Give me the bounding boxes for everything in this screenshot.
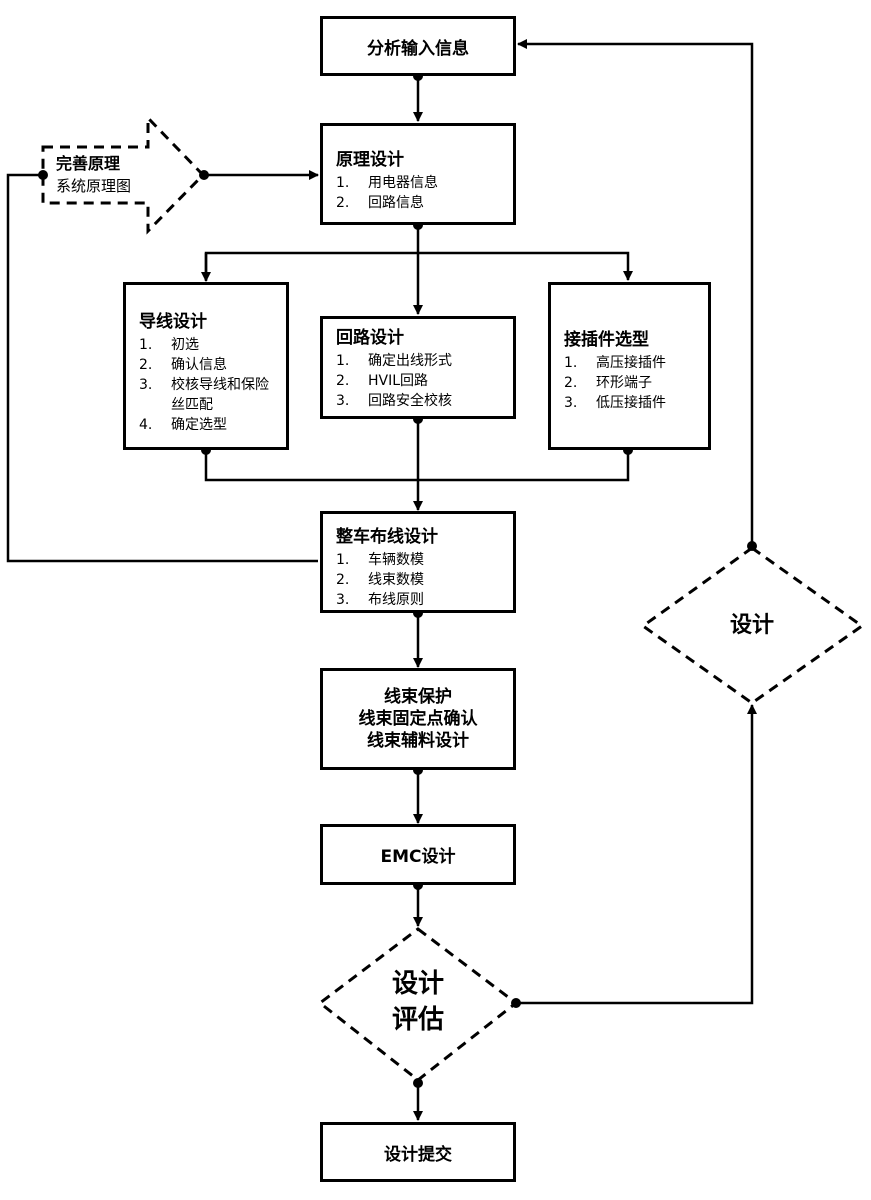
connector-selection-list: 1.高压接插件 2.环形端子 3.低压接插件 — [564, 353, 700, 413]
perfect-arrow-shape — [41, 114, 206, 235]
design-submit-label: 设计提交 — [384, 1144, 452, 1165]
evaluate-line-1: 设计 — [391, 969, 444, 999]
emc-design-label: EMC设计 — [380, 847, 456, 867]
list-item: 1.用电器信息 — [336, 175, 438, 191]
principle-design-list: 1.用电器信息 2.回路信息 — [336, 173, 503, 213]
circuit-design-title: 回路设计 — [336, 328, 404, 348]
list-item: 2.环形端子 — [564, 375, 652, 391]
list-item: 1.高压接插件 — [564, 355, 666, 371]
connector-selection-title: 接插件选型 — [564, 330, 649, 350]
circuit-design-list: 1.确定出线形式 2.HVIL回路 3.回路安全校核 — [336, 351, 505, 411]
dot — [38, 170, 48, 180]
list-item: 2.确认信息 — [139, 357, 227, 373]
list-item: 2.线束数模 — [336, 572, 424, 588]
perfect-principle-title: 完善原理 — [56, 154, 121, 173]
design-diamond-shape — [640, 546, 865, 705]
dot — [747, 541, 757, 551]
design-submit-box[interactable]: 设计提交 — [320, 1122, 516, 1182]
dot — [199, 170, 209, 180]
list-item: 3.布线原则 — [336, 592, 424, 608]
dot — [511, 998, 521, 1008]
evaluate-line-2: 评估 — [391, 1005, 444, 1035]
wire-design-list: 1.初选 2.确认信息 3.校核导线和保险丝匹配 4.确定选型 — [139, 335, 278, 435]
principle-design-box[interactable]: 原理设计 1.用电器信息 2.回路信息 — [320, 123, 516, 225]
list-item: 4.确定选型 — [139, 417, 227, 433]
edge-design-input — [517, 39, 754, 546]
circuit-design-box[interactable]: 回路设计 1.确定出线形式 2.HVIL回路 3.回路安全校核 — [320, 316, 516, 419]
emc-design-box[interactable]: EMC设计 — [320, 824, 516, 885]
list-item: 3.回路安全校核 — [336, 393, 452, 409]
list-item: 3.低压接插件 — [564, 395, 666, 411]
harness-protection-box[interactable]: 线束保护 线束固定点确认 线束辅料设计 — [320, 668, 516, 770]
vehicle-routing-list: 1.车辆数模 2.线束数模 3.布线原则 — [336, 550, 505, 610]
list-item: 2.HVIL回路 — [336, 373, 429, 389]
protect-line-2: 线束固定点确认 — [358, 709, 478, 729]
design-diamond-label: 设计 — [729, 613, 774, 638]
principle-design-title: 原理设计 — [336, 150, 404, 170]
list-item: 1.初选 — [139, 337, 199, 353]
wire-design-title: 导线设计 — [139, 312, 207, 332]
connector-selection-box[interactable]: 接插件选型 1.高压接插件 2.环形端子 3.低压接插件 — [548, 282, 711, 450]
list-item: 2.回路信息 — [336, 195, 424, 211]
perfect-principle-subtitle: 系统原理图 — [56, 177, 132, 195]
edge-evaluate-design — [516, 704, 757, 1005]
design-diamond[interactable]: 设计 — [702, 610, 802, 642]
edge-loop-perfect — [6, 173, 318, 563]
wire-design-box[interactable]: 导线设计 1.初选 2.确认信息 3.校核导线和保险丝匹配 4.确定选型 — [123, 282, 289, 450]
protect-line-1: 线束保护 — [384, 687, 452, 707]
vehicle-routing-title: 整车布线设计 — [336, 527, 438, 547]
evaluate-diamond[interactable]: 设计 评估 — [368, 966, 468, 1038]
input-analysis-box[interactable]: 分析输入信息 — [320, 16, 516, 76]
perfect-principle-label: 完善原理 系统原理图 — [56, 153, 131, 197]
input-analysis-label: 分析输入信息 — [367, 38, 469, 59]
dot — [413, 1078, 423, 1088]
list-item: 1.确定出线形式 — [336, 353, 452, 369]
list-item: 1.车辆数模 — [336, 552, 424, 568]
vehicle-routing-box[interactable]: 整车布线设计 1.车辆数模 2.线束数模 3.布线原则 — [320, 511, 516, 613]
protect-line-3: 线束辅料设计 — [367, 731, 469, 751]
list-item: 3.校核导线和保险丝匹配 — [139, 377, 269, 413]
